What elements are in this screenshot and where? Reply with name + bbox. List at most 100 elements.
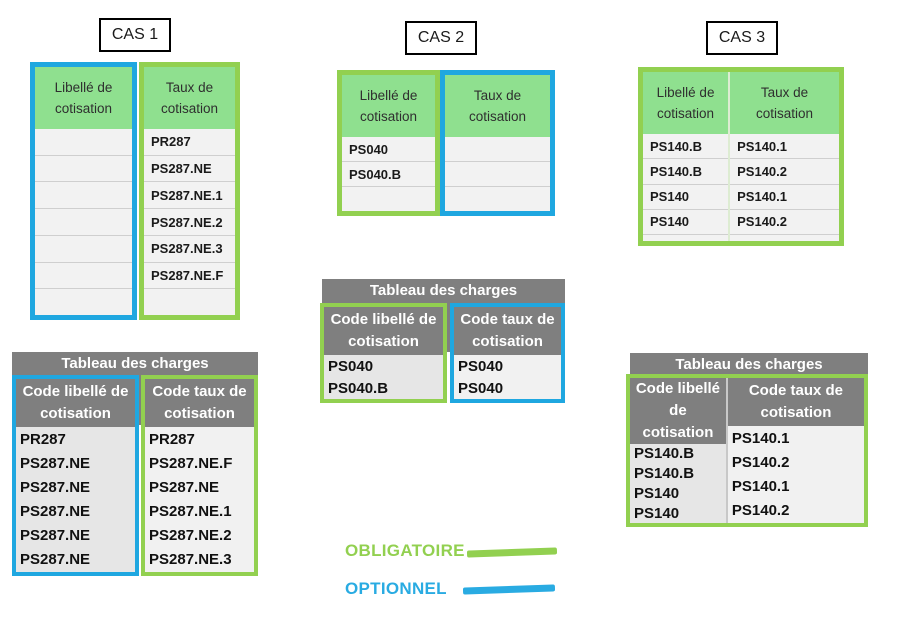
cas1-label: CAS 1 [99, 18, 171, 52]
cas3-label-text: CAS 3 [718, 29, 766, 46]
cas2-charges-taux-header: Code taux de cotisation [454, 307, 561, 355]
cas2-top-libelle-header: Libellé de cotisation [342, 75, 435, 137]
table-cell: PS140.B [630, 463, 726, 484]
table-cell [342, 186, 435, 211]
cas2-label-text: CAS 2 [417, 29, 465, 46]
cas2-charges-libelle-header: Code libellé de cotisation [324, 307, 443, 355]
table-cell: PS287.NE.1 [145, 499, 254, 524]
table-cell: PS040.B [324, 377, 443, 399]
table-cell [35, 261, 132, 289]
cas2-charges-title: Tableau des charges [369, 282, 518, 299]
table-cell: PS287.NE.F [144, 261, 235, 289]
table-cell: PS287.NE [16, 499, 135, 524]
table-cell: PS287.NE [16, 475, 135, 500]
legend-optionnel-label: OPTIONNEL [345, 579, 447, 598]
legend-obligatoire-swatch [466, 547, 558, 558]
cas2-top-column-taux: Taux de cotisation [440, 70, 555, 216]
legend-optionnel-swatch [462, 584, 556, 595]
table-cell: PS287.NE.1 [144, 181, 235, 209]
table-cell: PS287.NE [144, 154, 235, 182]
cas3-label: CAS 3 [706, 21, 778, 55]
table-cell: PR287 [16, 427, 135, 452]
cas1-charges-taux-header: Code taux de cotisation [145, 379, 254, 427]
cas1-top-column-libelle: Libellé de cotisation [30, 62, 137, 320]
table-cell [144, 288, 235, 316]
cas3-top-libelle-header: Libellé de cotisation [643, 72, 729, 134]
table-cell: PS140 [643, 183, 729, 209]
table-cell: PS140 [643, 208, 729, 234]
table-cell: PS287.NE.3 [145, 547, 254, 573]
table-cell: PS040.B [342, 161, 435, 186]
cas1-label-text: CAS 1 [111, 26, 159, 43]
table-cell: PS140 [630, 503, 726, 523]
table-cell [35, 234, 132, 262]
cas1-charges-libelle-header: Code libellé de cotisation [16, 379, 135, 427]
cas1-charges-title: Tableau des charges [61, 355, 209, 372]
table-cell [445, 161, 550, 186]
table-cell: PS140.B [643, 134, 729, 159]
table-cell: PS140.2 [727, 450, 864, 475]
table-cell: PS140.B [643, 158, 729, 184]
table-cell [35, 181, 132, 209]
table-cell: PS040 [324, 355, 443, 377]
cas3-charges-title: Tableau des charges [675, 356, 823, 373]
table-cell: PS140 [630, 483, 726, 504]
table-cell: PS140.1 [727, 474, 864, 499]
table-cell: PS287.NE.3 [144, 234, 235, 262]
table-cell: PS040 [342, 137, 435, 161]
table-cell [35, 154, 132, 182]
cas1-top-taux-header: Taux de cotisation [144, 67, 235, 129]
table-cell: PS287.NE.F [145, 451, 254, 476]
cas2-top-taux-rows [445, 137, 550, 211]
table-cell: PS140.2 [727, 498, 864, 523]
table-cell: PS287.NE [145, 475, 254, 500]
table-cell: PS287.NE [16, 547, 135, 573]
table-cell [445, 186, 550, 211]
table-cell [35, 129, 132, 155]
table-cell: PS140.1 [730, 134, 839, 159]
table-cell: PR287 [144, 129, 235, 155]
table-cell: PS140.1 [730, 183, 839, 209]
cas3-top-taux-header: Taux de cotisation [730, 72, 839, 134]
table-cell: PS040 [454, 377, 561, 399]
table-cell: PS140.2 [730, 208, 839, 234]
cas3-charges-taux-header: Code taux de cotisation [727, 378, 864, 426]
table-cell: PS287.NE.2 [145, 523, 254, 548]
table-cell: PS140.2 [730, 158, 839, 184]
table-cell: PS140.B [630, 444, 726, 464]
cas2-label: CAS 2 [405, 21, 477, 55]
cas1-top-libelle-rows [35, 129, 132, 316]
table-cell: PS287.NE [16, 523, 135, 548]
table-cell: PR287 [145, 427, 254, 452]
table-cell [35, 208, 132, 235]
cas2-top-taux-header: Taux de cotisation [445, 75, 550, 137]
table-cell: PS040 [454, 355, 561, 377]
table-cell [445, 137, 550, 161]
table-cell: PS140.1 [727, 426, 864, 451]
cas3-charges-libelle-header: Code libellé de cotisation [630, 378, 726, 444]
table-cell [35, 288, 132, 316]
table-cell: PS287.NE.2 [144, 208, 235, 235]
